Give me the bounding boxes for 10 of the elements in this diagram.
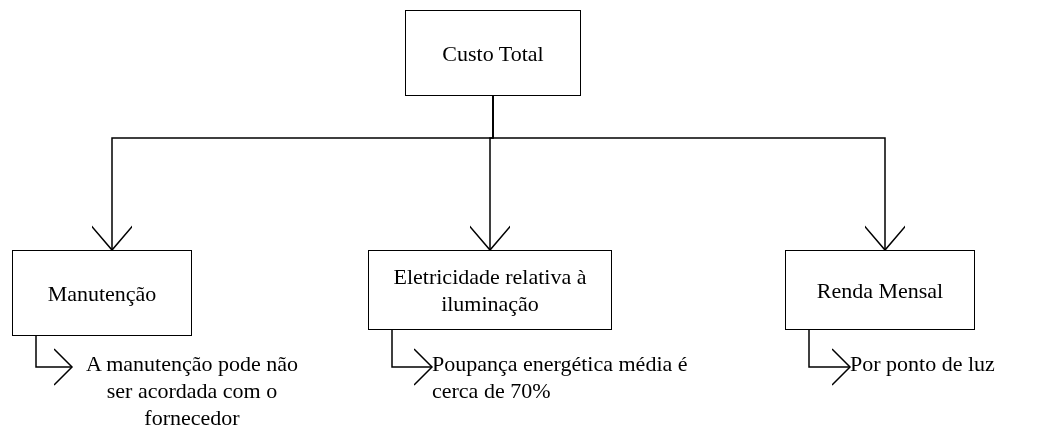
note-text: Por ponto de luz bbox=[850, 350, 1036, 386]
process-box: Custo Total bbox=[405, 10, 581, 96]
process-box: Renda Mensal bbox=[785, 250, 975, 330]
arrow bbox=[35, 335, 73, 386]
arrow bbox=[391, 329, 433, 386]
process-box: Manutenção bbox=[12, 250, 192, 336]
note-text: Poupança energética média é cerca de 70% bbox=[432, 350, 694, 416]
process-box: Eletricidade relativa à iluminação bbox=[368, 250, 612, 330]
arrow bbox=[808, 329, 851, 386]
note-text: A manutenção pode não ser acordada com o fornecedor bbox=[72, 350, 312, 444]
